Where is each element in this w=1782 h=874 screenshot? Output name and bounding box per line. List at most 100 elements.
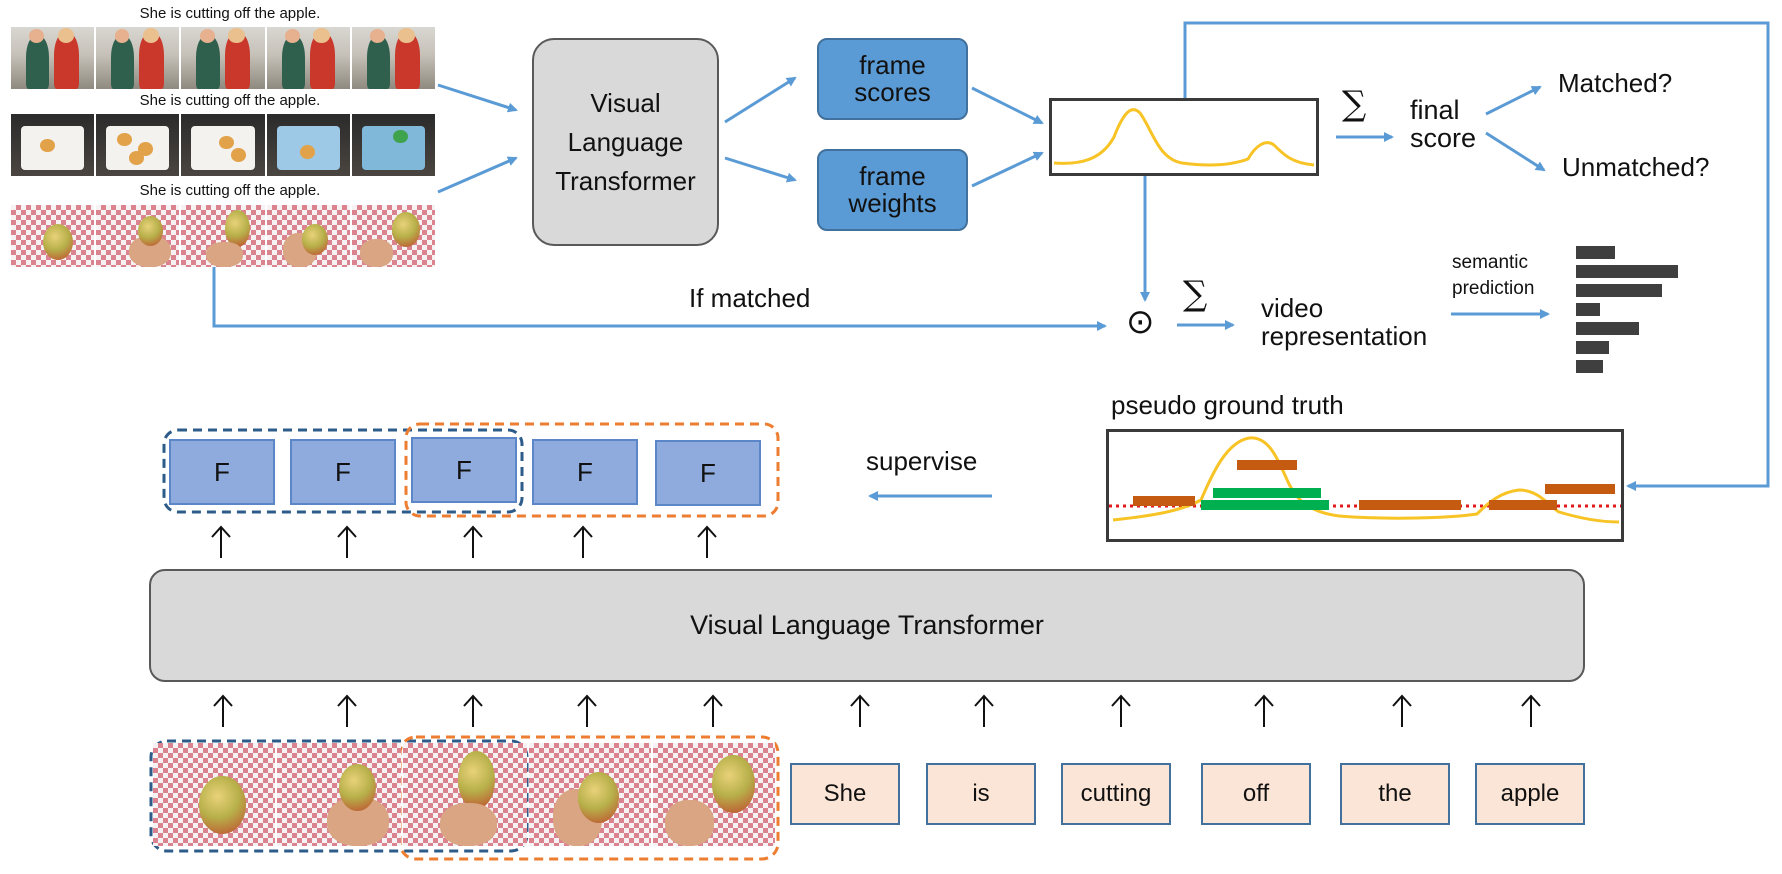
arrow-strip1-vlt: [437, 83, 518, 113]
up-arrow-icon: [703, 694, 723, 727]
final-score-label: final score: [1410, 96, 1476, 152]
token-the: the: [1340, 763, 1450, 825]
up-arrow-icon: [463, 525, 483, 558]
up-arrow-icon: [577, 694, 597, 727]
frame-scores-line2: scores: [854, 77, 931, 107]
token-she: She: [790, 763, 900, 825]
arrow-strip3-vlt: [437, 156, 518, 194]
feature-box-1: F: [169, 439, 275, 505]
vlt-top-line3: Transformer: [555, 165, 696, 196]
video-frame: [181, 205, 265, 267]
feature-box-2: F: [290, 439, 396, 505]
bottom-video-frames: [153, 743, 775, 846]
video-frame: [266, 27, 350, 89]
feature-box-5: F: [655, 440, 761, 506]
frame-weights-line1: frame: [859, 161, 926, 191]
matched-label: Matched?: [1558, 68, 1673, 98]
vlt-top-line2: Language: [567, 126, 684, 157]
final-score-line2: score: [1410, 123, 1477, 153]
video-frame: [266, 114, 350, 176]
up-arrow-icon: [213, 694, 233, 727]
semantic-bar: [1576, 341, 1609, 354]
semantic-prediction-bars: [1576, 246, 1680, 384]
strip-caption-2: She is cutting off the apple.: [139, 92, 321, 109]
gt-segment: [1545, 484, 1615, 494]
feature-box-3: F: [411, 437, 517, 503]
video-frame: [351, 27, 436, 89]
up-arrow-icon: [337, 694, 357, 727]
up-arrow-icon: [463, 694, 483, 727]
semantic-prediction-line2: prediction: [1452, 278, 1535, 299]
gt-segment: [1489, 500, 1557, 510]
arrow-vlt-weights: [724, 156, 797, 183]
video-strip-board: [11, 114, 436, 176]
video-frame: [277, 743, 401, 846]
feature-box-4: F: [532, 439, 638, 505]
up-arrow-icon: [1111, 694, 1131, 727]
video-strip-kitchen: [11, 27, 436, 89]
up-arrow-icon: [1392, 694, 1412, 727]
vlt-top-box: Visual Language Transformer: [532, 38, 719, 246]
odot-symbol: ⊙: [1126, 302, 1155, 342]
arrow-plot-pgt: [1183, 21, 1770, 491]
token-cutting: cutting: [1061, 763, 1171, 825]
semantic-bar: [1576, 246, 1615, 259]
video-frame: [11, 27, 95, 89]
video-frame: [529, 743, 651, 846]
semantic-bar: [1576, 265, 1678, 278]
arrow-final-matched: [1485, 85, 1542, 116]
semantic-prediction-label: semantic prediction: [1452, 250, 1534, 302]
token-off: off: [1201, 763, 1311, 825]
semantic-bar: [1576, 303, 1600, 316]
if-matched-label: If matched: [689, 283, 811, 313]
semantic-bar: [1576, 322, 1639, 335]
video-representation-label: video representation: [1261, 294, 1427, 350]
video-representation-line2: representation: [1261, 321, 1428, 351]
arrow-strip3-odot: [212, 258, 1107, 331]
sum-symbol-bottom: ∑: [1183, 274, 1208, 314]
pseudo-ground-truth-label: pseudo ground truth: [1111, 390, 1344, 420]
vlt-top-line1: Visual: [590, 87, 661, 118]
video-representation-line1: video: [1261, 293, 1324, 323]
up-arrow-icon: [573, 525, 593, 558]
sum-symbol-top: ∑: [1342, 84, 1367, 124]
video-frame: [403, 743, 527, 846]
score-curve: [1053, 108, 1315, 167]
up-arrow-icon: [1521, 694, 1541, 727]
token-apple: apple: [1475, 763, 1585, 825]
video-frame: [96, 114, 180, 176]
gt-segment: [1359, 500, 1461, 510]
arrow-vlt-scores: [724, 76, 797, 124]
arrow-scores-plot: [971, 86, 1044, 125]
token-is: is: [926, 763, 1036, 825]
unmatched-label: Unmatched?: [1562, 152, 1710, 182]
score-curve-plot: [1049, 98, 1319, 176]
window-blue-top: [162, 428, 524, 514]
video-strip-apple: [11, 205, 436, 267]
strip-caption-3: She is cutting off the apple.: [139, 182, 321, 199]
gt-segment: [1133, 496, 1195, 506]
pseudo-ground-truth-plot: [1106, 429, 1624, 542]
video-frame: [351, 114, 436, 176]
gt-curve: [1112, 436, 1620, 524]
semantic-bar: [1576, 360, 1603, 373]
final-score-line1: final: [1410, 95, 1460, 125]
up-arrow-icon: [337, 525, 357, 558]
video-frame: [11, 114, 95, 176]
video-frame: [653, 743, 775, 846]
frame-scores-line1: frame: [859, 50, 926, 80]
video-frame: [153, 743, 275, 846]
video-frame: [266, 205, 350, 267]
up-arrow-icon: [1254, 694, 1274, 727]
pseudo-gt-chart: [1109, 436, 1621, 524]
arrow-final-unmatched: [1485, 131, 1546, 172]
arrow-weights-plot: [971, 151, 1044, 188]
up-arrow-icon: [850, 694, 870, 727]
strip-caption-1: She is cutting off the apple.: [139, 5, 321, 22]
video-frame: [351, 205, 436, 267]
window-orange-top: [404, 422, 780, 518]
vlt-bottom-label: Visual Language Transformer: [690, 610, 1044, 640]
